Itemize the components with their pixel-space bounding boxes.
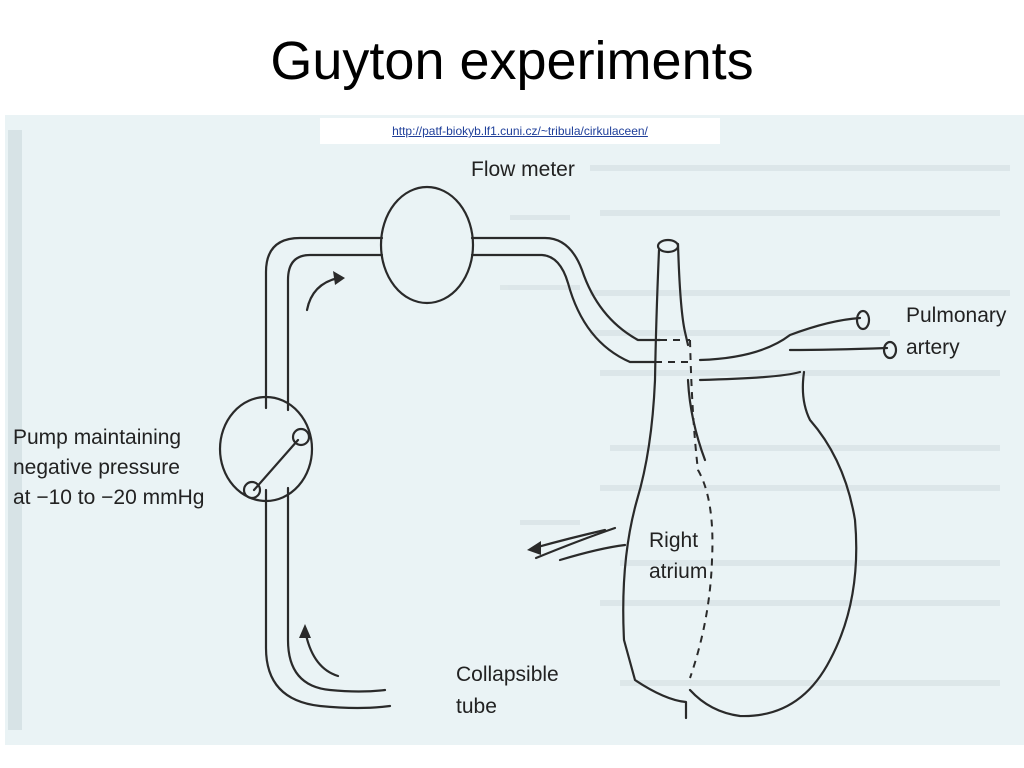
arrowhead-top	[333, 271, 345, 285]
label-collapsible-tube-1: Collapsible	[456, 663, 559, 686]
source-url-link[interactable]: http://patf-biokyb.lf1.cuni.cz/~tribula/…	[392, 124, 648, 138]
pulmonary-artery-lower	[698, 370, 802, 382]
pulmonary-artery-end-2	[882, 340, 898, 360]
pump-rotor-top	[291, 427, 311, 447]
source-url-box: http://patf-biokyb.lf1.cuni.cz/~tribula/…	[320, 118, 720, 144]
vena-cava-left-wall	[622, 248, 688, 720]
pulmonary-artery-end-1	[855, 309, 871, 331]
label-pulmonary-1: Pulmonary	[906, 304, 1007, 327]
tube-into-atrium-bottom	[558, 543, 627, 562]
label-collapsible-tube-2: tube	[456, 695, 497, 718]
label-flow-meter: Flow meter	[471, 158, 575, 181]
label-right-atrium-1: Right	[649, 529, 698, 552]
heart-outline-right	[688, 370, 858, 718]
tube-to-heart-top	[470, 236, 662, 342]
collapsible-tube-outer	[264, 236, 392, 710]
arrowhead-bottom	[299, 624, 311, 638]
vena-cava-opening	[656, 238, 680, 254]
pump-circle	[218, 395, 314, 503]
label-pump-3: at −10 to −20 mmHg	[13, 486, 204, 509]
pump-rotor-bottom	[242, 480, 262, 500]
atrium-dashed-wall	[689, 339, 714, 679]
slide-title: Guyton experiments	[270, 31, 754, 91]
collapsible-tube-inner	[286, 253, 387, 693]
arrowhead-atrium	[527, 541, 541, 555]
label-pump-1: Pump maintaining	[13, 426, 181, 449]
flow-arrow-up-left	[305, 276, 340, 312]
label-right-atrium-2: atrium	[649, 560, 707, 583]
label-pump-2: negative pressure	[13, 456, 180, 479]
label-pulmonary-2: artery	[906, 336, 960, 359]
pump-rotor-line	[252, 438, 300, 492]
pulmonary-artery-top	[698, 316, 862, 362]
tube-to-heart-bottom	[470, 253, 657, 364]
tube-into-atrium-top	[534, 526, 617, 560]
vena-cava-right-wall	[676, 242, 707, 462]
page-edge-shadow	[8, 130, 22, 730]
pulmonary-artery-branch	[788, 346, 889, 352]
flow-meter-circle	[379, 185, 475, 305]
